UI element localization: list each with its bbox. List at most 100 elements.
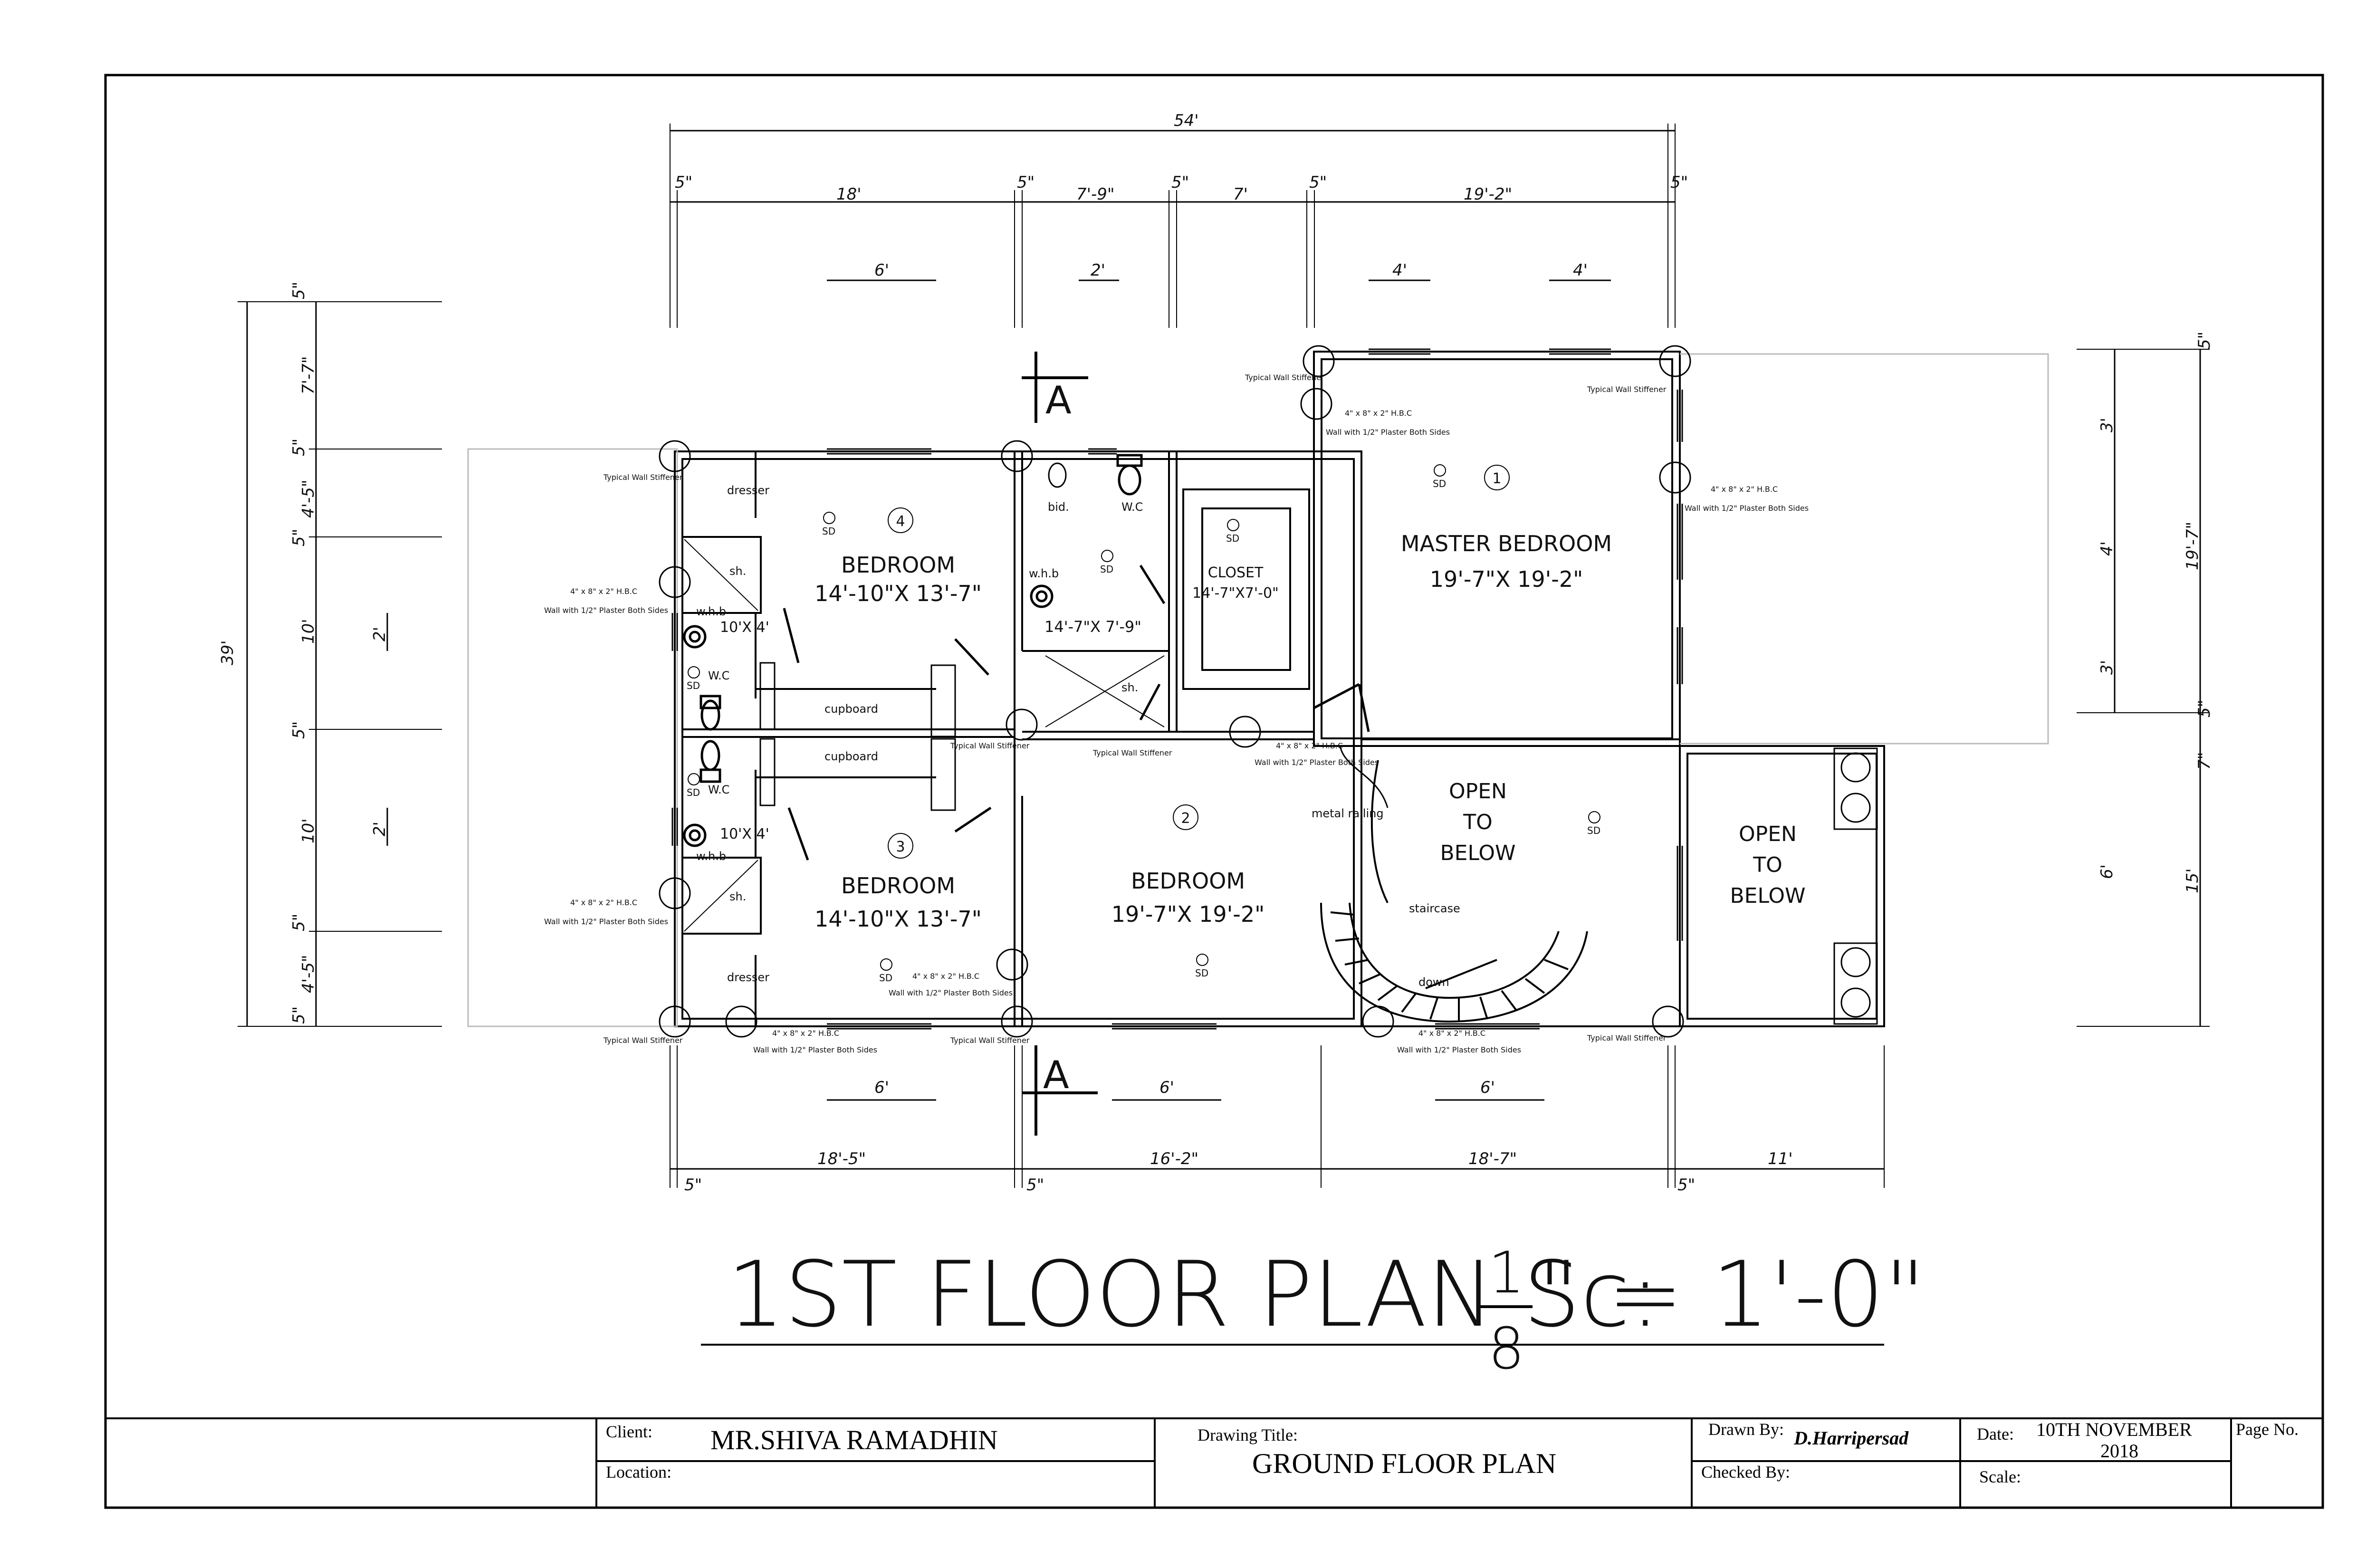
shower-label: sh. [729,564,746,578]
plan-title-text: 1ST FLOOR PLAN Sc: [727,1242,1660,1347]
dim-left: 5" [289,1006,308,1024]
date-label: Date: [1977,1425,2014,1444]
stiffener-notes: Typical Wall Stiffener Typical Wall Stif… [544,373,1809,1054]
dim-top: 5" [675,173,692,192]
hbc-note: Wall with 1/2" Plaster Both Sides [1397,1045,1521,1054]
dim-right: 4' [2098,541,2117,556]
room-number: 2 [1181,810,1190,827]
room-name: MASTER BEDROOM [1401,531,1612,556]
section-label-top: A [1045,378,1072,422]
stiffener-note: Typical Wall Stiffener [950,1036,1030,1045]
scale-numerator: 1 [1488,1240,1524,1306]
title-block-texts: Client: MR.SHIVA RAMADHIN Location: Draw… [606,1419,2299,1486]
room-number: 4 [896,513,905,530]
drawing-title-label: Drawing Title: [1198,1425,1298,1444]
drawing-title-value: GROUND FLOOR PLAN [1252,1448,1556,1479]
stiffener-note: Typical Wall Stiffener [1092,748,1172,757]
wc-label: W.C [708,783,729,796]
dim-bottom: 18'-5" [817,1149,866,1168]
dim-left: 10' [299,619,318,644]
room-size: 14'-10"X 13'-7" [814,581,982,606]
sd-label: SD [1100,564,1113,575]
hbc-note: 4" x 8" x 2" H.B.C [570,587,637,596]
dim-bottom-window: 6' [1480,1078,1495,1097]
floor-below-outline [467,353,2049,1027]
room-number: 1 [1492,470,1501,487]
dim-top: 19'-2" [1464,185,1512,204]
hbc-note: 4" x 8" x 2" H.B.C [912,972,979,981]
dim-bottom-window: 6' [1159,1078,1174,1097]
floor-plan [467,345,2049,1136]
room-name: CLOSET [1208,564,1264,581]
sheet-border [104,74,2324,1509]
sd-label: SD [879,972,892,984]
drawn-by-label: Drawn By: [1708,1420,1784,1439]
sd-label: SD [687,680,700,691]
room-size: 19'-7"X 19'-2" [1430,566,1583,592]
shower-label: sh. [1121,681,1138,694]
dim-top: 5" [1017,173,1035,192]
hbc-note: Wall with 1/2" Plaster Both Sides [889,988,1013,997]
dim-top: 5" [1670,173,1688,192]
fixtures [683,454,1143,847]
dim-right: 3' [2098,660,2117,675]
checked-by-label: Checked By: [1701,1463,1790,1482]
sd-label: SD [822,526,835,537]
dim-left: 5" [289,282,308,299]
shower-label: sh. [729,890,746,903]
dim-right: 6' [2098,864,2117,879]
drawn-by-signature: D.Harripersad [1793,1427,1909,1449]
sd-label: SD [1195,967,1208,979]
whb-label: w.h.b [1029,567,1059,580]
hbc-note: 4" x 8" x 2" H.B.C [570,898,637,907]
client-label: Client: [606,1422,652,1441]
dim-bottom-small: 5" [1026,1176,1044,1195]
stiffener-note: Typical Wall Stiffener [1587,385,1667,394]
room-size: 14'-7"X7'-0" [1192,585,1279,602]
section-labels: A A [1043,378,1072,1097]
dim-right: 7" [2195,752,2214,770]
hbc-note: 4" x 8" x 2" H.B.C [1276,741,1343,750]
room-size: 14'-10"X 13'-7" [814,906,982,932]
plan-title: 1ST FLOOR PLAN Sc: 1 8 " = 1'-0" [701,1240,1926,1382]
dim-right: 3' [2098,418,2117,432]
whb-label: w.h.b [696,605,726,618]
room-number: 3 [896,839,905,855]
room-name: BEDROOM [841,873,955,899]
dim-bottom: 18'-7" [1468,1149,1517,1168]
staircase-label: staircase [1409,902,1460,915]
dresser-label: dresser [727,484,769,497]
open-below-columns [1833,747,1878,1025]
dim-left: 4'-5" [299,955,318,993]
dim-overall-width: 54' [1174,111,1199,130]
stiffener-note: Typical Wall Stiffener [950,741,1030,750]
dresser-label: dresser [727,971,769,984]
client-value: MR.SHIVA RAMADHIN [710,1425,998,1455]
dimension-lines [238,124,2210,1188]
title-block [105,1417,2323,1508]
scale-rest: " = 1'-0" [1537,1242,1926,1347]
dim-top: 7' [1233,185,1248,204]
dim-bottom-small: 5" [1677,1176,1695,1195]
bath-size: 10'X 4' [720,826,769,842]
dim-top: 5" [1171,173,1189,192]
dim-right-overall: 15' [2183,868,2202,893]
dim-bottom: 16'-2" [1150,1149,1198,1168]
dim-bottom-small: 5" [684,1176,702,1195]
cupboard-label: cupboard [824,750,878,763]
stiffener-note: Typical Wall Stiffener [1587,1033,1667,1042]
hbc-note: Wall with 1/2" Plaster Both Sides [544,917,668,926]
stiffener-bubbles [659,345,1691,1038]
dim-top: 18' [836,185,862,204]
exterior-walls [674,351,1885,1027]
doors [783,564,1370,860]
dim-right: 5" [2195,332,2214,349]
sd-label: SD [1587,825,1600,836]
sd-label: SD [1433,478,1446,489]
stiffener-note: Typical Wall Stiffener [603,1036,683,1045]
stiffener-note: Typical Wall Stiffener [603,473,683,482]
hbc-note: Wall with 1/2" Plaster Both Sides [1326,428,1450,437]
dim-overall-depth: 39' [218,640,237,665]
